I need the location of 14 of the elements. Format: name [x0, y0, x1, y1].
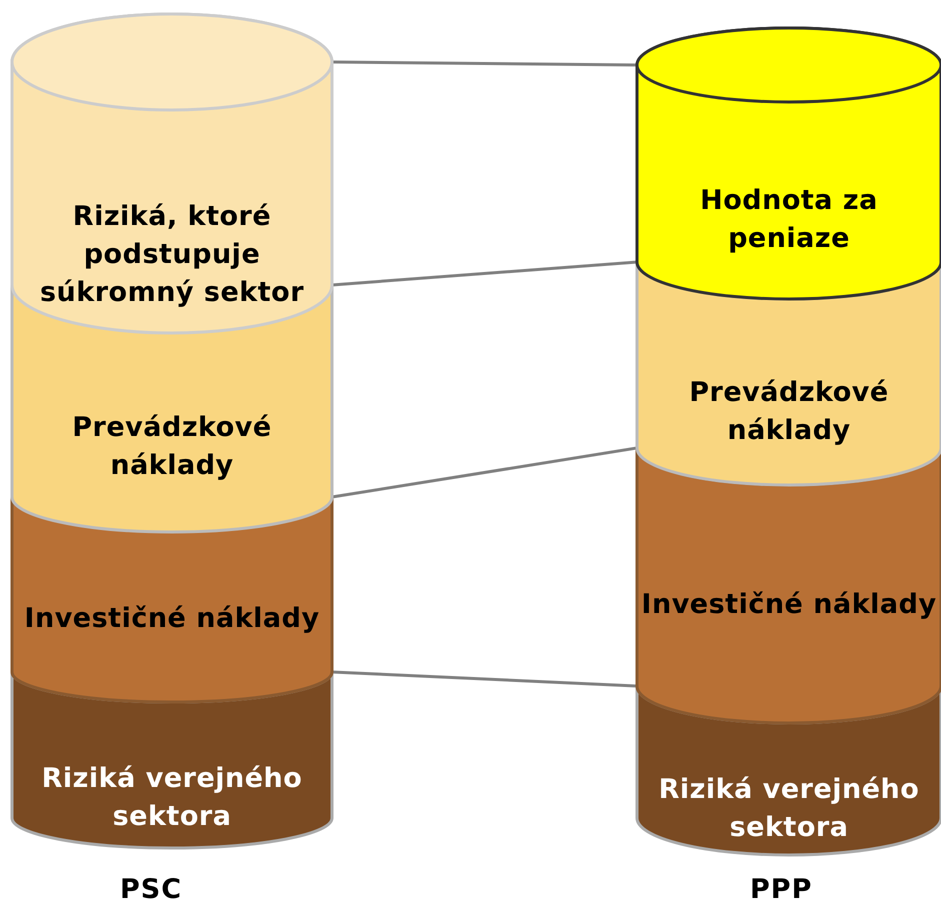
segment-label: Investičné náklady: [640, 588, 938, 622]
column-label: PPP: [750, 874, 812, 905]
segment-label: Hodnota za peniaze: [699, 184, 879, 256]
segment-label: Riziká, ktoré podstupuje súkromný sektor: [38, 200, 306, 310]
segment-label: Riziká verejného sektora: [40, 762, 304, 834]
connector-line: [332, 446, 638, 498]
segment-label: Riziká verejného sektora: [658, 772, 920, 844]
segment-label: Prevádzkové náklady: [688, 376, 890, 448]
connector-line: [332, 260, 638, 286]
connector-line: [332, 60, 638, 66]
segment-label: Investičné náklady: [23, 602, 321, 636]
connector-line: [332, 670, 638, 688]
column-label: PSC: [120, 874, 182, 905]
segment-label: Prevádzkové náklady: [71, 410, 273, 482]
